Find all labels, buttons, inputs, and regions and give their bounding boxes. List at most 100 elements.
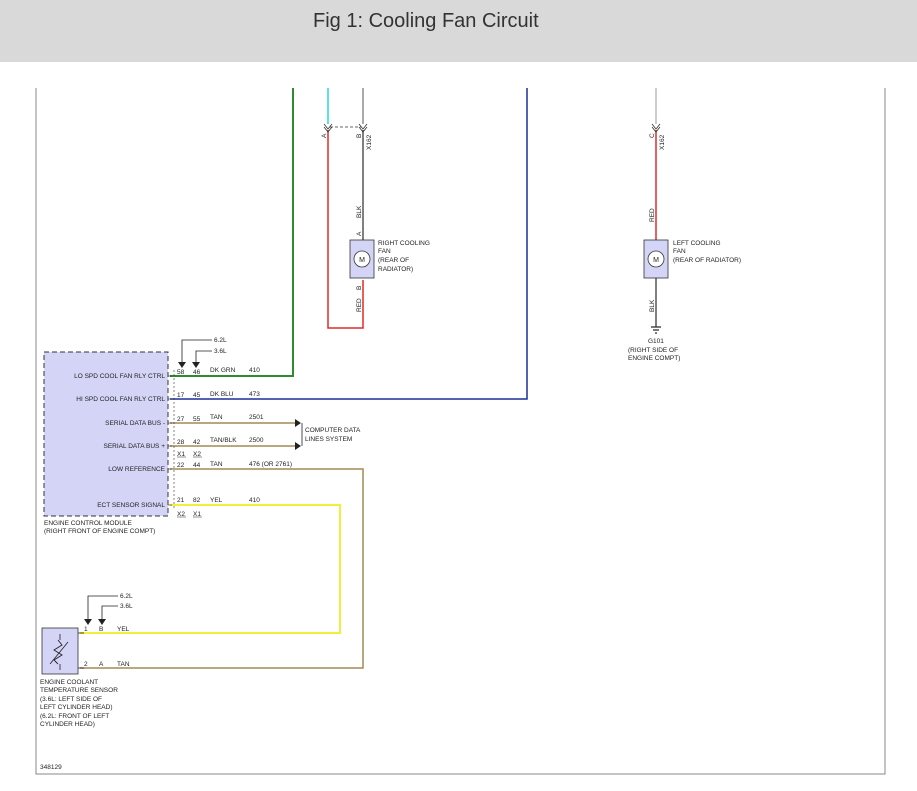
sensor-engine-label-6-2l: 6.2L	[120, 593, 133, 600]
wire-ect-signal	[80, 504, 341, 634]
serial-data-plus-arrow	[295, 442, 301, 450]
diagram-frame	[35, 88, 886, 775]
header-bar: Fig 1: Cooling Fan Circuit	[0, 0, 917, 62]
ground-label: G101	[648, 338, 664, 345]
wire-color-label: TAN	[210, 414, 223, 421]
sensor-pin-number: B	[99, 626, 103, 633]
x162-pin-b: B	[356, 134, 363, 138]
wire-right-fan-red	[327, 130, 364, 329]
right-fan-motor-label: M	[359, 257, 365, 264]
left-fan-label: FAN	[673, 248, 686, 255]
ecm-pin-number: 27	[177, 416, 185, 423]
ecm-pin-label: SERIAL DATA BUS +	[104, 443, 166, 450]
left-fan-label: (REAR OF RADIATOR)	[673, 257, 741, 264]
circuit-number: 473	[249, 391, 260, 398]
ground-location: ENGINE COMPT)	[628, 355, 680, 362]
wire-color-label: TAN	[210, 461, 223, 468]
sensor-label: TEMPERATURE SENSOR	[40, 687, 118, 694]
ecm-connector-label: X1	[193, 511, 201, 518]
ecm-location: (RIGHT FRONT OF ENGINE COMPT)	[44, 528, 155, 535]
ecm-pin-number: 55	[193, 416, 201, 423]
engine-control-module	[43, 351, 169, 517]
left-fan-wire-red: RED	[649, 208, 656, 222]
circuit-number: 2500	[249, 437, 264, 444]
wire-dk-blu	[170, 88, 528, 400]
engine-label-3-6l: 3.6L	[214, 348, 227, 355]
ecm-pin-number: 22	[177, 462, 185, 469]
diagram-id: 348129	[40, 764, 62, 771]
page-title: Fig 1: Cooling Fan Circuit	[313, 10, 539, 32]
sensor-label: LEFT CYLINDER HEAD)	[40, 704, 112, 711]
ecm-pin-number: 58	[177, 369, 185, 376]
sensor-engine-select-arrows	[84, 595, 118, 625]
left-fan-motor	[643, 239, 669, 279]
sensor-pin-number: 2	[84, 661, 88, 668]
ecm-pin-number: 82	[193, 497, 201, 504]
right-fan-label: FAN	[378, 248, 391, 255]
ecm-pin-ticks	[168, 370, 175, 510]
ecm-name: ENGINE CONTROL MODULE	[44, 520, 133, 527]
sensor-pin-number: 1	[84, 626, 88, 633]
ecm-pin-label: HI SPD COOL FAN RLY CTRL	[76, 396, 165, 403]
right-fan-pin-b: B	[356, 286, 363, 290]
wire-color-label: DK BLU	[210, 391, 234, 398]
sensor-label: (6.2L: FRONT OF LEFT	[40, 713, 109, 720]
computer-data-label: COMPUTER DATA	[305, 427, 361, 434]
x162-pin-a: A	[321, 133, 328, 138]
ecm-pin-label: LOW REFERENCE	[108, 466, 165, 473]
sensor-label: (3.6L: LEFT SIDE OF	[40, 696, 102, 703]
wire-color-label: YEL	[210, 497, 223, 504]
ecm-connector-label: X2	[193, 451, 201, 458]
ecm-pin-number: 46	[193, 369, 201, 376]
wire-color-label: DK GRN	[210, 367, 236, 374]
left-fan-label: LEFT COOLING	[673, 240, 721, 247]
right-fan-label: (REAR OF	[378, 257, 409, 264]
sensor-label: CYLINDER HEAD)	[40, 721, 95, 728]
serial-data-minus-arrow	[295, 419, 301, 427]
ect-sensor-body	[41, 627, 84, 675]
right-fan-label: RIGHT COOLING	[378, 240, 430, 247]
x162-right-connector: X162	[366, 134, 373, 150]
computer-data-label: LINES SYSTEM	[305, 436, 352, 443]
connector-x162-right	[323, 123, 368, 133]
x162-left-connector: X162	[659, 134, 666, 150]
circuit-number: 2501	[249, 414, 264, 421]
ecm-pin-label: SERIAL DATA BUS -	[105, 420, 165, 427]
right-fan-pin-a: A	[356, 231, 363, 236]
circuit-number: 476 (OR 2761)	[249, 461, 292, 468]
ground-symbol	[651, 326, 661, 334]
ground-location: (RIGHT SIDE OF	[628, 347, 678, 354]
circuit-number: 410	[249, 367, 260, 374]
ecm-pin-number: 21	[177, 497, 185, 504]
ecm-connector-label: X1	[177, 451, 185, 458]
ecm-connector-label: X2	[177, 511, 185, 518]
sensor-engine-label-3-6l: 3.6L	[120, 603, 133, 610]
x162-pin-c: C	[649, 133, 656, 138]
sensor-label: ENGINE COOLANT	[40, 679, 98, 686]
left-fan-wire-blk: BLK	[649, 299, 656, 312]
right-fan-wire-blk: BLK	[356, 205, 363, 218]
wire-color-label: TAN/BLK	[210, 437, 237, 444]
sensor-wire-color: TAN	[117, 661, 130, 668]
ecm-pin-label: LO SPD COOL FAN RLY CTRL	[74, 373, 165, 380]
connector-underlines	[177, 456, 202, 518]
ecm-engine-select-arrows	[178, 339, 212, 368]
right-fan-motor	[349, 239, 375, 279]
right-fan-wire-red: RED	[356, 298, 363, 312]
ecm-pin-number: 28	[177, 439, 185, 446]
sensor-wire-color: YEL	[117, 626, 130, 633]
connector-x162-left	[651, 123, 661, 133]
circuit-number: 410	[249, 497, 260, 504]
wire-low-reference	[80, 468, 364, 669]
engine-label-6-2l: 6.2L	[214, 337, 227, 344]
right-fan-label: RADIATOR)	[378, 266, 413, 273]
ecm-pin-number: 42	[193, 439, 201, 446]
ecm-pin-label: ECT SENSOR SIGNAL	[97, 502, 165, 509]
ecm-pin-number: 17	[177, 392, 185, 399]
left-fan-motor-label: M	[653, 257, 659, 264]
sensor-pin-number: A	[99, 661, 104, 668]
wire-dk-grn	[170, 88, 294, 377]
ecm-pin-number: 45	[193, 392, 201, 399]
ecm-pin-number: 44	[193, 462, 201, 469]
